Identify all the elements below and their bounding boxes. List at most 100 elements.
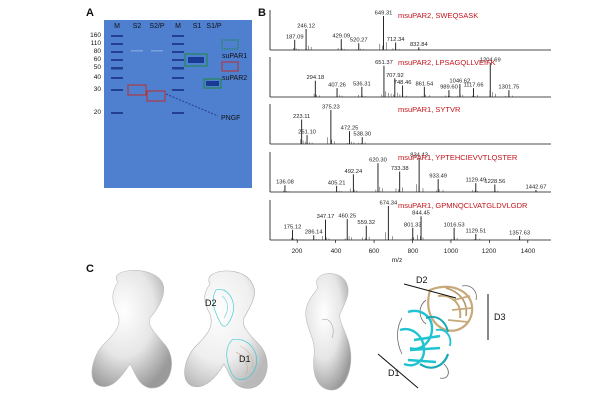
lane-label: M (175, 23, 181, 30)
em-density-map-fitted: D2 D1 (184, 270, 268, 389)
peak-label: 832.84 (410, 42, 429, 48)
mw-label: 40 (94, 74, 102, 81)
peak-label: 375.23 (322, 105, 340, 111)
gel-background (104, 20, 252, 188)
panel-label-b: B (258, 7, 266, 19)
peak-label: 1016.53 (444, 222, 465, 228)
d1-guide-line (377, 353, 419, 389)
ms-x-axis: 200 400 600 800 1000 1200 1400 m/z (292, 248, 536, 264)
x-tick-label: 1000 (444, 248, 459, 255)
peak-label: 347.17 (317, 214, 335, 220)
peak-label: 294.18 (306, 75, 324, 81)
peak-label: 748.46 (394, 80, 412, 86)
peak-label: 223.11 (293, 114, 310, 120)
peak-label: 187.09 (286, 34, 304, 40)
peak-label: 651.37 (375, 60, 393, 66)
em-density-map-side (305, 273, 352, 391)
peptide-label: msuPAR1, YPTEHCIEVVTLQSTER (398, 153, 518, 162)
x-tick-label: 800 (408, 248, 419, 255)
peak-label: 801.33 (404, 222, 422, 228)
peak-label: 1357.63 (509, 230, 530, 236)
mw-label: 110 (91, 40, 102, 47)
mw-label: 60 (94, 56, 102, 63)
peptide-label: msuPAR1, SYTVR (398, 105, 461, 114)
peak-label: 989.60 (440, 85, 458, 91)
peak-label: 1442.67 (526, 184, 547, 190)
lane-label: S1 (193, 23, 202, 30)
lane-label: S2/P (149, 23, 165, 30)
peak-label: 933.49 (429, 174, 447, 180)
gel-lane-labels: M S2 S2/P M S1 S1/P (114, 23, 222, 30)
peak-label: 460.25 (338, 213, 356, 219)
peak-label: 538.30 (353, 132, 371, 138)
peak-label: 136.08 (276, 180, 294, 186)
d2-guide-line (403, 283, 457, 299)
pngf-label: PNGF (221, 115, 240, 122)
panel-label-c: C (86, 263, 94, 275)
peak-label: 246.12 (297, 23, 315, 29)
peak-label: 1301.75 (498, 85, 519, 91)
x-tick-label: 1200 (482, 248, 497, 255)
peak-label: 1129.51 (466, 228, 487, 234)
mw-label: 50 (94, 64, 102, 71)
peak-label: 649.31 (375, 11, 393, 17)
pngf-arrow (165, 93, 219, 117)
peptide-label: msuPAR2, LPSAGQLLVEIFK (398, 58, 496, 67)
supar2-box (127, 84, 147, 96)
structure-label-d2: D2 (416, 275, 428, 285)
x-tick-label: 600 (369, 248, 380, 255)
structure-label-d3: D3 (494, 312, 506, 322)
ribbon-structure: D2 D3 D1 (377, 275, 506, 389)
x-tick-label: 200 (292, 248, 303, 255)
mw-label: 20 (94, 109, 102, 116)
peak-label: 834.43 (410, 153, 428, 159)
peak-label: 620.30 (369, 158, 387, 164)
peak-label: 407.26 (328, 83, 346, 89)
supar2-box (146, 90, 166, 102)
peak-label: 712.34 (387, 37, 406, 43)
peak-label: 1117.66 (463, 83, 483, 89)
peak-label: 175.12 (284, 224, 302, 230)
gel-band (131, 50, 143, 52)
gel-band-supar1 (188, 57, 204, 63)
legend-swatch-supar1 (221, 39, 239, 50)
marker-ladder-1 (111, 35, 123, 114)
em-density-map-1 (91, 270, 172, 389)
mw-label: 30 (94, 86, 102, 93)
structure-label-d1: D1 (388, 368, 400, 378)
peak-label: 1204.69 (480, 58, 501, 64)
marker-ladder-2 (172, 35, 184, 114)
peak-label: 472.25 (341, 126, 359, 132)
peak-label: 707.92 (386, 73, 404, 79)
peptide-label: msuPAR1, GPMNQCLVATGLDVLGDR (398, 201, 528, 210)
gel-band-supar1-pngf (206, 81, 219, 86)
x-tick-label: 1400 (521, 248, 536, 255)
x-axis-label: m/z (392, 257, 402, 264)
lane-label: S2 (133, 23, 142, 30)
domain-label-d2: D2 (205, 298, 217, 308)
legend-label-supar2: suPAR2 (222, 75, 247, 82)
peak-label: 520.27 (350, 38, 368, 44)
legend-swatch-supar2 (221, 61, 239, 72)
peptide-label: msuPAR2, SWEQSASK (398, 11, 478, 20)
supar1-box (203, 78, 222, 89)
supar1-box (184, 53, 208, 67)
legend-label-supar1: suPAR1 (222, 53, 247, 60)
peak-label: 559.32 (357, 220, 375, 226)
lane-label: S1/P (206, 23, 222, 30)
ms-spectra: 187.09246.12429.09520.27649.31712.34832.… (269, 10, 551, 243)
peak-label: 251.10 (298, 130, 316, 136)
peak-label: 674.34 (379, 201, 398, 207)
domain-label-d1: D1 (239, 354, 251, 364)
x-tick-label: 400 (331, 248, 342, 255)
panel-label-a: A (86, 7, 94, 19)
peak-label: 492.24 (344, 169, 363, 175)
gel-band (151, 50, 163, 52)
mw-label: 80 (94, 48, 102, 55)
peak-label: 733.38 (391, 166, 409, 172)
